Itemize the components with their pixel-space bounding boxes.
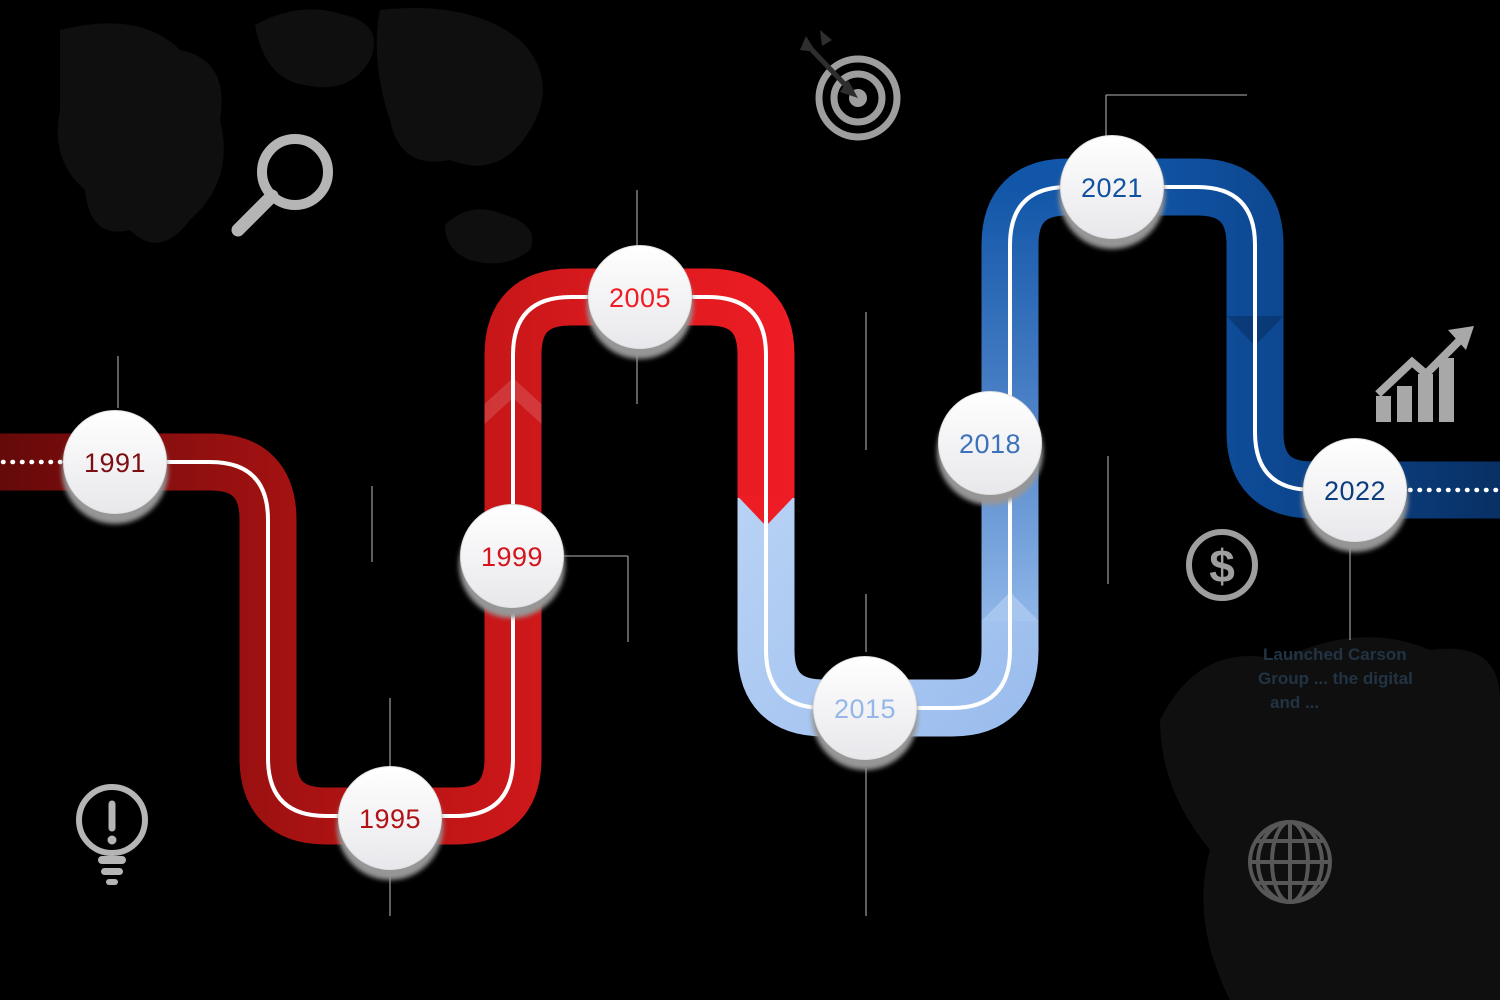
map-blob-europe: [255, 9, 375, 88]
node-year-label: 2015: [834, 694, 896, 724]
timeline-centerline: [70, 185, 1402, 818]
node-circle: [1060, 135, 1164, 239]
target-ring-outer: [815, 55, 901, 141]
lightbulb-icon: [76, 784, 148, 885]
node-circle: [1303, 438, 1407, 542]
bulb-base: [101, 868, 123, 875]
caption-line: Launched Carson: [1263, 645, 1407, 664]
timeline-nodes: 1991 1995 1999 2005 2015 2018: [62, 135, 1408, 880]
node-year-label: 2005: [609, 283, 671, 313]
node-circle: [588, 245, 692, 349]
timeline-segment-red: [0, 268, 795, 845]
growth-bar: [1439, 358, 1454, 422]
bulb-exclamation-dot: [107, 835, 117, 845]
caption-line: Group ... the digital: [1258, 669, 1413, 688]
node-circle: [813, 656, 917, 760]
dollar-circle: [1186, 529, 1258, 601]
growth-bar: [1376, 396, 1391, 422]
timeline-segment-blue-rise: [981, 158, 1135, 620]
globe-icon: [1248, 820, 1332, 904]
map-blob-americas: [1160, 637, 1500, 1000]
node-year-label: 2022: [1324, 476, 1386, 506]
map-blob-asia: [376, 8, 543, 166]
timeline-node-1991: 1991: [62, 410, 168, 524]
search-icon: [231, 134, 333, 237]
bulb-base: [106, 879, 118, 885]
map-blob-australia: [445, 209, 533, 264]
target-icon: [800, 30, 901, 141]
node-year-label: 1999: [481, 542, 543, 572]
bulb-outline: [76, 784, 148, 856]
bulb-base: [98, 856, 126, 864]
map-blob-africa: [57, 23, 224, 243]
node-circle: [63, 410, 167, 514]
timeline-node-2015: 2015: [812, 656, 918, 770]
world-map-silhouette: [57, 8, 1500, 1000]
growth-bar: [1397, 386, 1412, 422]
growth-bar: [1418, 374, 1433, 422]
search-handle: [231, 189, 279, 237]
growth-arrow-head: [1448, 326, 1474, 350]
node-circle: [338, 766, 442, 870]
timeline-node-2022: 2022: [1302, 438, 1408, 552]
target-arrow-fletch: [800, 36, 816, 52]
target-arrow-head: [840, 80, 858, 98]
timeline-segment-blue-dark: [1125, 158, 1500, 519]
node-year-label: 1991: [84, 448, 146, 478]
dollar-icon: $: [1186, 529, 1258, 601]
timeline-node-2005: 2005: [587, 245, 693, 359]
node-year-label: 2021: [1081, 173, 1143, 203]
timeline-node-2018: 2018: [937, 391, 1043, 505]
dollar-glyph: $: [1209, 540, 1235, 592]
search-lens: [257, 134, 333, 210]
caption-block: Launched Carson Group ... the digital an…: [1258, 645, 1413, 712]
growth-arrow-line: [1375, 337, 1463, 397]
timeline-node-2021: 2021: [1059, 135, 1165, 249]
target-arrow-fletch: [820, 30, 832, 46]
node-year-label: 1995: [359, 804, 421, 834]
target-ring-middle: [830, 70, 886, 126]
growth-chart-icon: [1375, 326, 1474, 422]
node-year-label: 2018: [959, 429, 1021, 459]
timeline-node-1999: 1999: [459, 504, 565, 618]
node-circle: [938, 391, 1042, 495]
node-circle: [460, 504, 564, 608]
timeline-node-1995: 1995: [337, 766, 443, 880]
caption-line: and ...: [1270, 693, 1319, 712]
